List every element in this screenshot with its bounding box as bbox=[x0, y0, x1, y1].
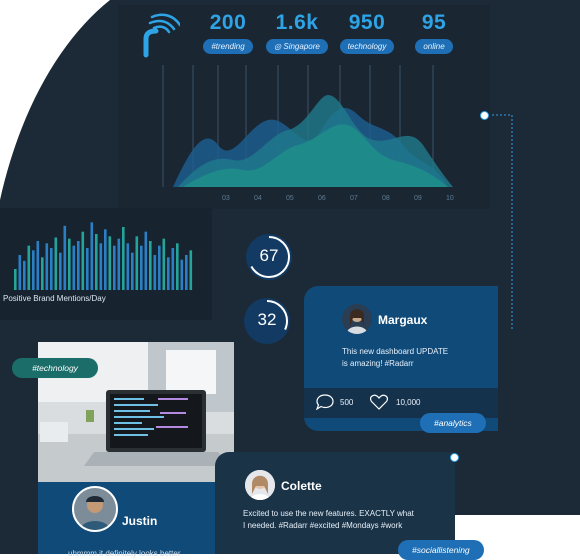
stat-value: 1.6k bbox=[275, 11, 319, 34]
mention-bar bbox=[45, 243, 49, 290]
tag-technology[interactable]: #technology bbox=[12, 358, 98, 378]
mention-bar bbox=[90, 222, 94, 290]
stat-tag-label: Singapore bbox=[283, 42, 320, 51]
comment-count: 500 bbox=[340, 398, 354, 407]
heart-icon[interactable] bbox=[369, 394, 389, 415]
stat-technology: 950 technology bbox=[332, 11, 402, 54]
gauge-value: 32 bbox=[257, 310, 277, 329]
post-card-colette[interactable]: Colette Excited to use the new features.… bbox=[215, 452, 455, 554]
author-name: Justin bbox=[122, 514, 158, 528]
mentions-bar-chart bbox=[14, 222, 193, 290]
mention-bar bbox=[50, 248, 53, 290]
x-tick: 09 bbox=[414, 195, 422, 202]
author-name: Colette bbox=[281, 479, 322, 493]
x-tick: 08 bbox=[382, 195, 390, 202]
connector-dot bbox=[450, 453, 459, 462]
mention-bar bbox=[86, 248, 89, 290]
mentions-panel: Positive Brand Mentions/Day bbox=[0, 208, 212, 320]
post-text: Excited to use the new features. EXACTLY… bbox=[243, 508, 414, 532]
mention-bar bbox=[135, 236, 139, 290]
gauge-value: 67 bbox=[259, 246, 279, 265]
mentions-label: Positive Brand Mentions/Day bbox=[3, 294, 106, 303]
mention-bar bbox=[140, 245, 143, 290]
mention-bar bbox=[113, 245, 116, 290]
mention-bar bbox=[104, 229, 107, 290]
mention-bar bbox=[167, 257, 170, 290]
radarr-logo bbox=[143, 13, 180, 58]
mention-bar bbox=[126, 243, 130, 290]
stat-tag[interactable]: online bbox=[415, 39, 453, 54]
x-tick: 07 bbox=[350, 195, 358, 202]
mention-bar bbox=[41, 257, 44, 290]
mention-bar bbox=[149, 241, 152, 290]
like-count: 10,000 bbox=[396, 398, 421, 407]
stat-location: 1.6k ◎ Singapore bbox=[262, 11, 332, 54]
location-pin-icon: ◎ bbox=[274, 42, 284, 51]
mention-bar bbox=[68, 238, 71, 290]
author-name: Margaux bbox=[378, 313, 428, 327]
connector-dot bbox=[480, 111, 489, 120]
mention-bar bbox=[185, 255, 188, 290]
mention-bar bbox=[131, 252, 134, 290]
mention-bar bbox=[72, 245, 76, 290]
post-text-line: I needed. #Radarr #excited #Mondays #wor… bbox=[243, 521, 403, 530]
stat-tag[interactable]: technology bbox=[339, 39, 395, 54]
x-tick: 10 bbox=[446, 195, 454, 202]
x-tick: 06 bbox=[318, 195, 326, 202]
mention-bar bbox=[153, 255, 157, 290]
post-text-line: This new dashboard UPDATE bbox=[342, 347, 449, 356]
post-card-justin[interactable]: Justin uhmmm it definitely looks better bbox=[38, 482, 228, 558]
post-text-line: is amazing! #Radarr bbox=[342, 359, 414, 368]
avatar bbox=[342, 304, 372, 334]
mention-bar bbox=[54, 237, 58, 290]
mention-bar bbox=[144, 231, 148, 290]
stat-value: 950 bbox=[348, 11, 386, 34]
mention-bar bbox=[32, 250, 35, 290]
mention-bar bbox=[27, 245, 31, 290]
gauge-ring bbox=[248, 236, 290, 278]
stat-tag[interactable]: #trending bbox=[203, 39, 253, 54]
mention-bar bbox=[189, 250, 193, 290]
stat-value: 200 bbox=[209, 11, 247, 34]
mention-bar bbox=[108, 236, 112, 290]
mention-bar bbox=[171, 248, 175, 290]
stat-value: 95 bbox=[421, 11, 447, 34]
mention-bar bbox=[95, 234, 98, 290]
stat-online: 95 online bbox=[399, 11, 469, 54]
x-tick: 04 bbox=[254, 195, 262, 202]
avatar bbox=[245, 470, 275, 500]
mention-bar bbox=[18, 255, 22, 290]
mention-bar bbox=[117, 238, 121, 290]
stats-panel: 200 #trending 1.6k ◎ Singapore 950 techn… bbox=[118, 5, 490, 209]
gauge-32: 32 bbox=[244, 298, 290, 344]
mention-bar bbox=[36, 241, 40, 290]
mention-bar bbox=[162, 238, 166, 290]
mention-bar bbox=[99, 243, 103, 290]
stat-trending: 200 #trending bbox=[193, 11, 263, 54]
mention-bar bbox=[180, 259, 184, 290]
wave-chart bbox=[162, 65, 453, 187]
post-text: This new dashboard UPDATE is amazing! #R… bbox=[342, 346, 448, 370]
mention-bar bbox=[59, 252, 62, 290]
mention-bar bbox=[122, 227, 125, 290]
mention-bar bbox=[176, 243, 179, 290]
comment-icon[interactable] bbox=[315, 394, 334, 415]
mention-bar bbox=[23, 260, 26, 290]
post-text: uhmmm it definitely looks better bbox=[68, 549, 181, 558]
tag-sociallistening[interactable]: #sociallistening bbox=[398, 540, 484, 560]
stat-tag[interactable]: ◎ Singapore bbox=[266, 39, 328, 54]
mention-bar bbox=[63, 225, 67, 290]
mention-bar bbox=[77, 241, 80, 290]
post-text-line: Excited to use the new features. EXACTLY… bbox=[243, 509, 414, 518]
x-tick: 05 bbox=[286, 195, 294, 202]
mention-bar bbox=[14, 269, 17, 290]
tag-analytics[interactable]: #analytics bbox=[420, 413, 486, 433]
mention-bar bbox=[158, 245, 161, 290]
avatar bbox=[72, 486, 118, 532]
gauge-67: 67 bbox=[246, 234, 292, 280]
gauge-ring bbox=[246, 300, 288, 342]
x-tick: 03 bbox=[222, 195, 230, 202]
mention-bar bbox=[81, 231, 85, 290]
